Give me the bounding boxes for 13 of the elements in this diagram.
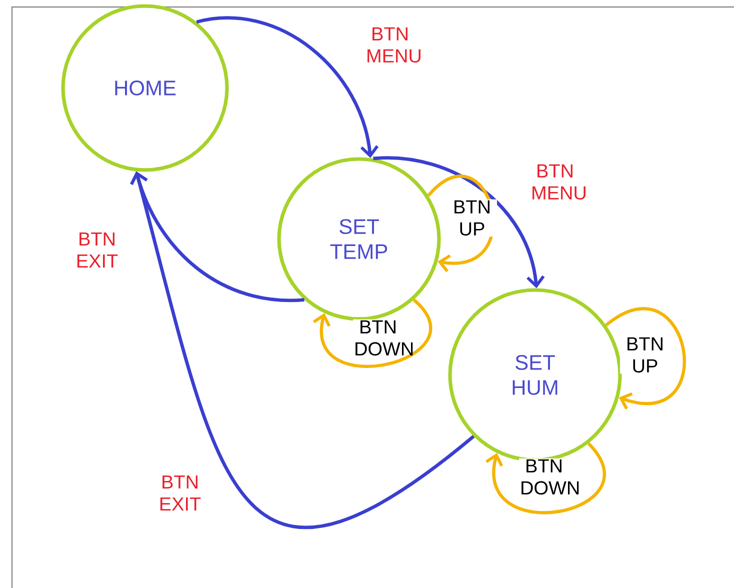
edge-label: BTN UP xyxy=(620,336,670,374)
loop-arrow xyxy=(605,307,686,410)
transition-arrow xyxy=(130,171,475,528)
edge-label: BTN MENU xyxy=(530,163,586,201)
edge-label: BTN MENU xyxy=(365,26,420,64)
edge-label: BTN UP xyxy=(447,199,497,237)
edge-label: BTN EXIT xyxy=(155,474,205,512)
edge-label: BTN DOWN xyxy=(353,319,413,357)
loop-arrow xyxy=(485,442,606,514)
transition-arrow xyxy=(373,156,545,288)
transition-arrow xyxy=(196,16,379,158)
edge-label: BTN EXIT xyxy=(72,231,122,269)
loop-arrow xyxy=(312,298,432,368)
